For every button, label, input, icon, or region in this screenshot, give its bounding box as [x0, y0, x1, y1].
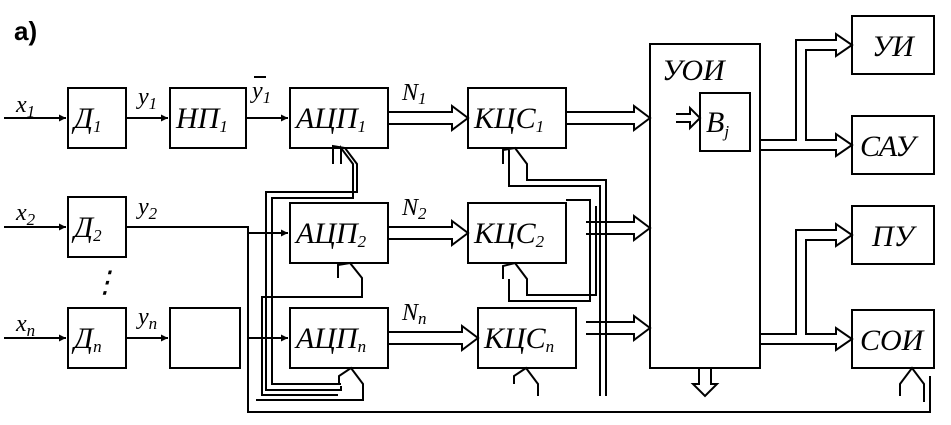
- output-ui-label: УИ: [872, 30, 916, 63]
- switch-2-label: КЦС2: [473, 217, 545, 251]
- adc-n-label: АЦПn: [294, 322, 366, 356]
- buffer-block: [699, 92, 751, 152]
- sensor-2-label: Д2: [71, 211, 102, 245]
- output-sau-label: САУ: [860, 130, 919, 163]
- normalizer-n-block: [169, 307, 241, 369]
- output-pu-label: ПУ: [871, 220, 918, 253]
- yn-label: yn: [136, 304, 157, 333]
- adc-2-label: АЦП2: [294, 217, 367, 251]
- code-nn-label: Nn: [401, 300, 427, 328]
- normalizer-label: НП1: [175, 102, 228, 136]
- switch-1-label: КЦС1: [473, 102, 544, 136]
- y1-label: y1: [136, 84, 157, 113]
- y2-label: y2: [136, 194, 158, 223]
- adc-2-block: [289, 202, 389, 264]
- y1-normalized-label: y1: [250, 78, 271, 107]
- sensor-1-label: Д1: [71, 102, 102, 136]
- code-n2-label: N2: [401, 195, 427, 223]
- processor-label: УОИ: [662, 54, 727, 87]
- processor-block: [649, 43, 761, 369]
- sensor-n-label: Дn: [71, 322, 102, 356]
- switch-n-label: КЦСn: [483, 322, 554, 356]
- input-x1-label: x1: [15, 92, 35, 121]
- y2-bus-line: [126, 226, 931, 413]
- output-soi-label: СОИ: [860, 324, 926, 357]
- panel-label: а): [14, 16, 37, 46]
- input-xn-label: xn: [15, 311, 35, 340]
- adc-n-block: [289, 307, 389, 369]
- buffer-label: Bj: [706, 106, 729, 141]
- input-x2-label: x2: [15, 200, 36, 229]
- bus-arrows: [256, 32, 925, 402]
- sensor-ellipsis: ⋮: [90, 266, 120, 299]
- code-n1-label: N1: [401, 80, 427, 108]
- adc-1-label: АЦП1: [294, 102, 366, 136]
